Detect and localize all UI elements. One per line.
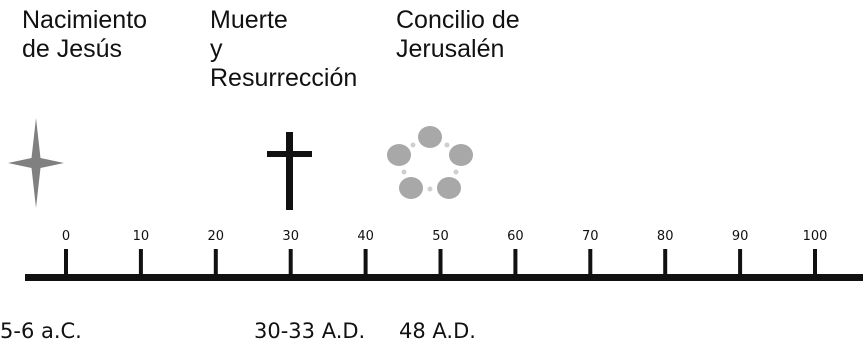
event-title-nacimiento: Nacimiento de Jesús: [22, 6, 147, 64]
event-date-concilio: 48 A.D.: [399, 319, 476, 343]
timeline-tick-label: 90: [732, 229, 749, 244]
timeline-axis: [25, 274, 863, 281]
event-date-nacimiento: 5-6 a.C.: [0, 319, 82, 343]
star-icon: [8, 118, 64, 208]
timeline-tick-label: 30: [282, 229, 299, 244]
timeline-tick: [363, 249, 368, 278]
timeline-tick-label: 80: [657, 229, 674, 244]
timeline-tick: [438, 249, 443, 278]
event-title-concilio: Concilio de Jerusalén: [396, 6, 520, 64]
event-date-muerte: 30-33 A.D.: [254, 319, 366, 343]
timeline-tick: [288, 249, 293, 278]
event-title-line: Muerte: [210, 6, 288, 34]
timeline-tick-label: 50: [432, 229, 449, 244]
timeline-tick-label: 10: [133, 229, 150, 244]
timeline-tick: [588, 249, 593, 278]
timeline-tick-label: 20: [208, 229, 225, 244]
timeline-tick: [64, 249, 68, 278]
event-title-muerte: Muerte y Resurrección: [210, 6, 357, 93]
timeline-tick-label: 60: [507, 229, 524, 244]
event-title-line: Concilio de: [396, 6, 520, 34]
timeline-tick-label: 40: [357, 229, 374, 244]
timeline-tick-label: 0: [62, 229, 70, 244]
event-title-line: Resurrección: [210, 64, 358, 92]
event-title-line: Jerusalén: [396, 35, 505, 63]
event-title-line: y: [210, 35, 223, 63]
timeline-tick: [213, 249, 218, 278]
timeline-tick-label: 100: [803, 229, 828, 244]
council-circle-icon: [387, 126, 473, 199]
timeline-tick: [663, 249, 668, 278]
timeline-tick-label: 70: [582, 229, 599, 244]
timeline-tick: [513, 249, 518, 278]
cross-icon: [267, 132, 312, 210]
timeline-tick: [738, 249, 743, 278]
timeline-tick: [138, 249, 143, 278]
event-title-line: de Jesús: [22, 35, 123, 63]
timeline-tick: [813, 249, 817, 278]
event-title-line: Nacimiento: [22, 6, 148, 34]
